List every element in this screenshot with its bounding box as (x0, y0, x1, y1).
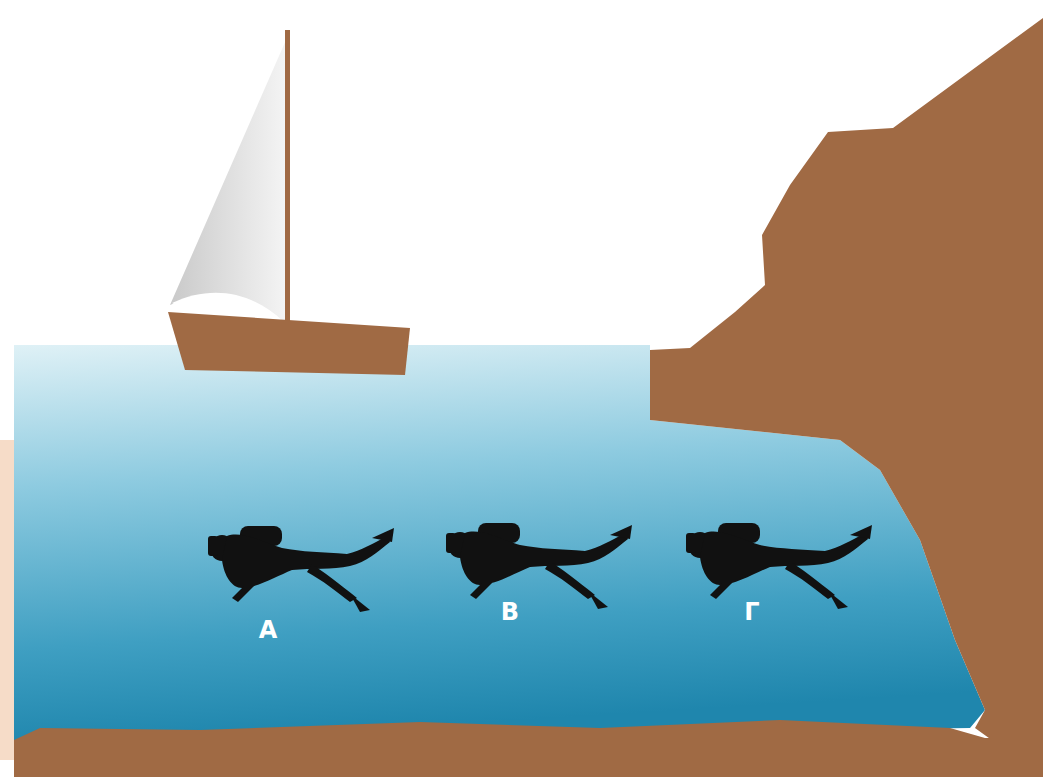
diver-label: В (501, 598, 519, 626)
side-strip (0, 440, 14, 760)
cliff (650, 18, 1043, 777)
sailboat (168, 30, 410, 375)
diver-label: А (259, 616, 278, 644)
seabed (14, 720, 1043, 777)
diver-label: Г (744, 598, 759, 626)
divers (208, 523, 872, 612)
